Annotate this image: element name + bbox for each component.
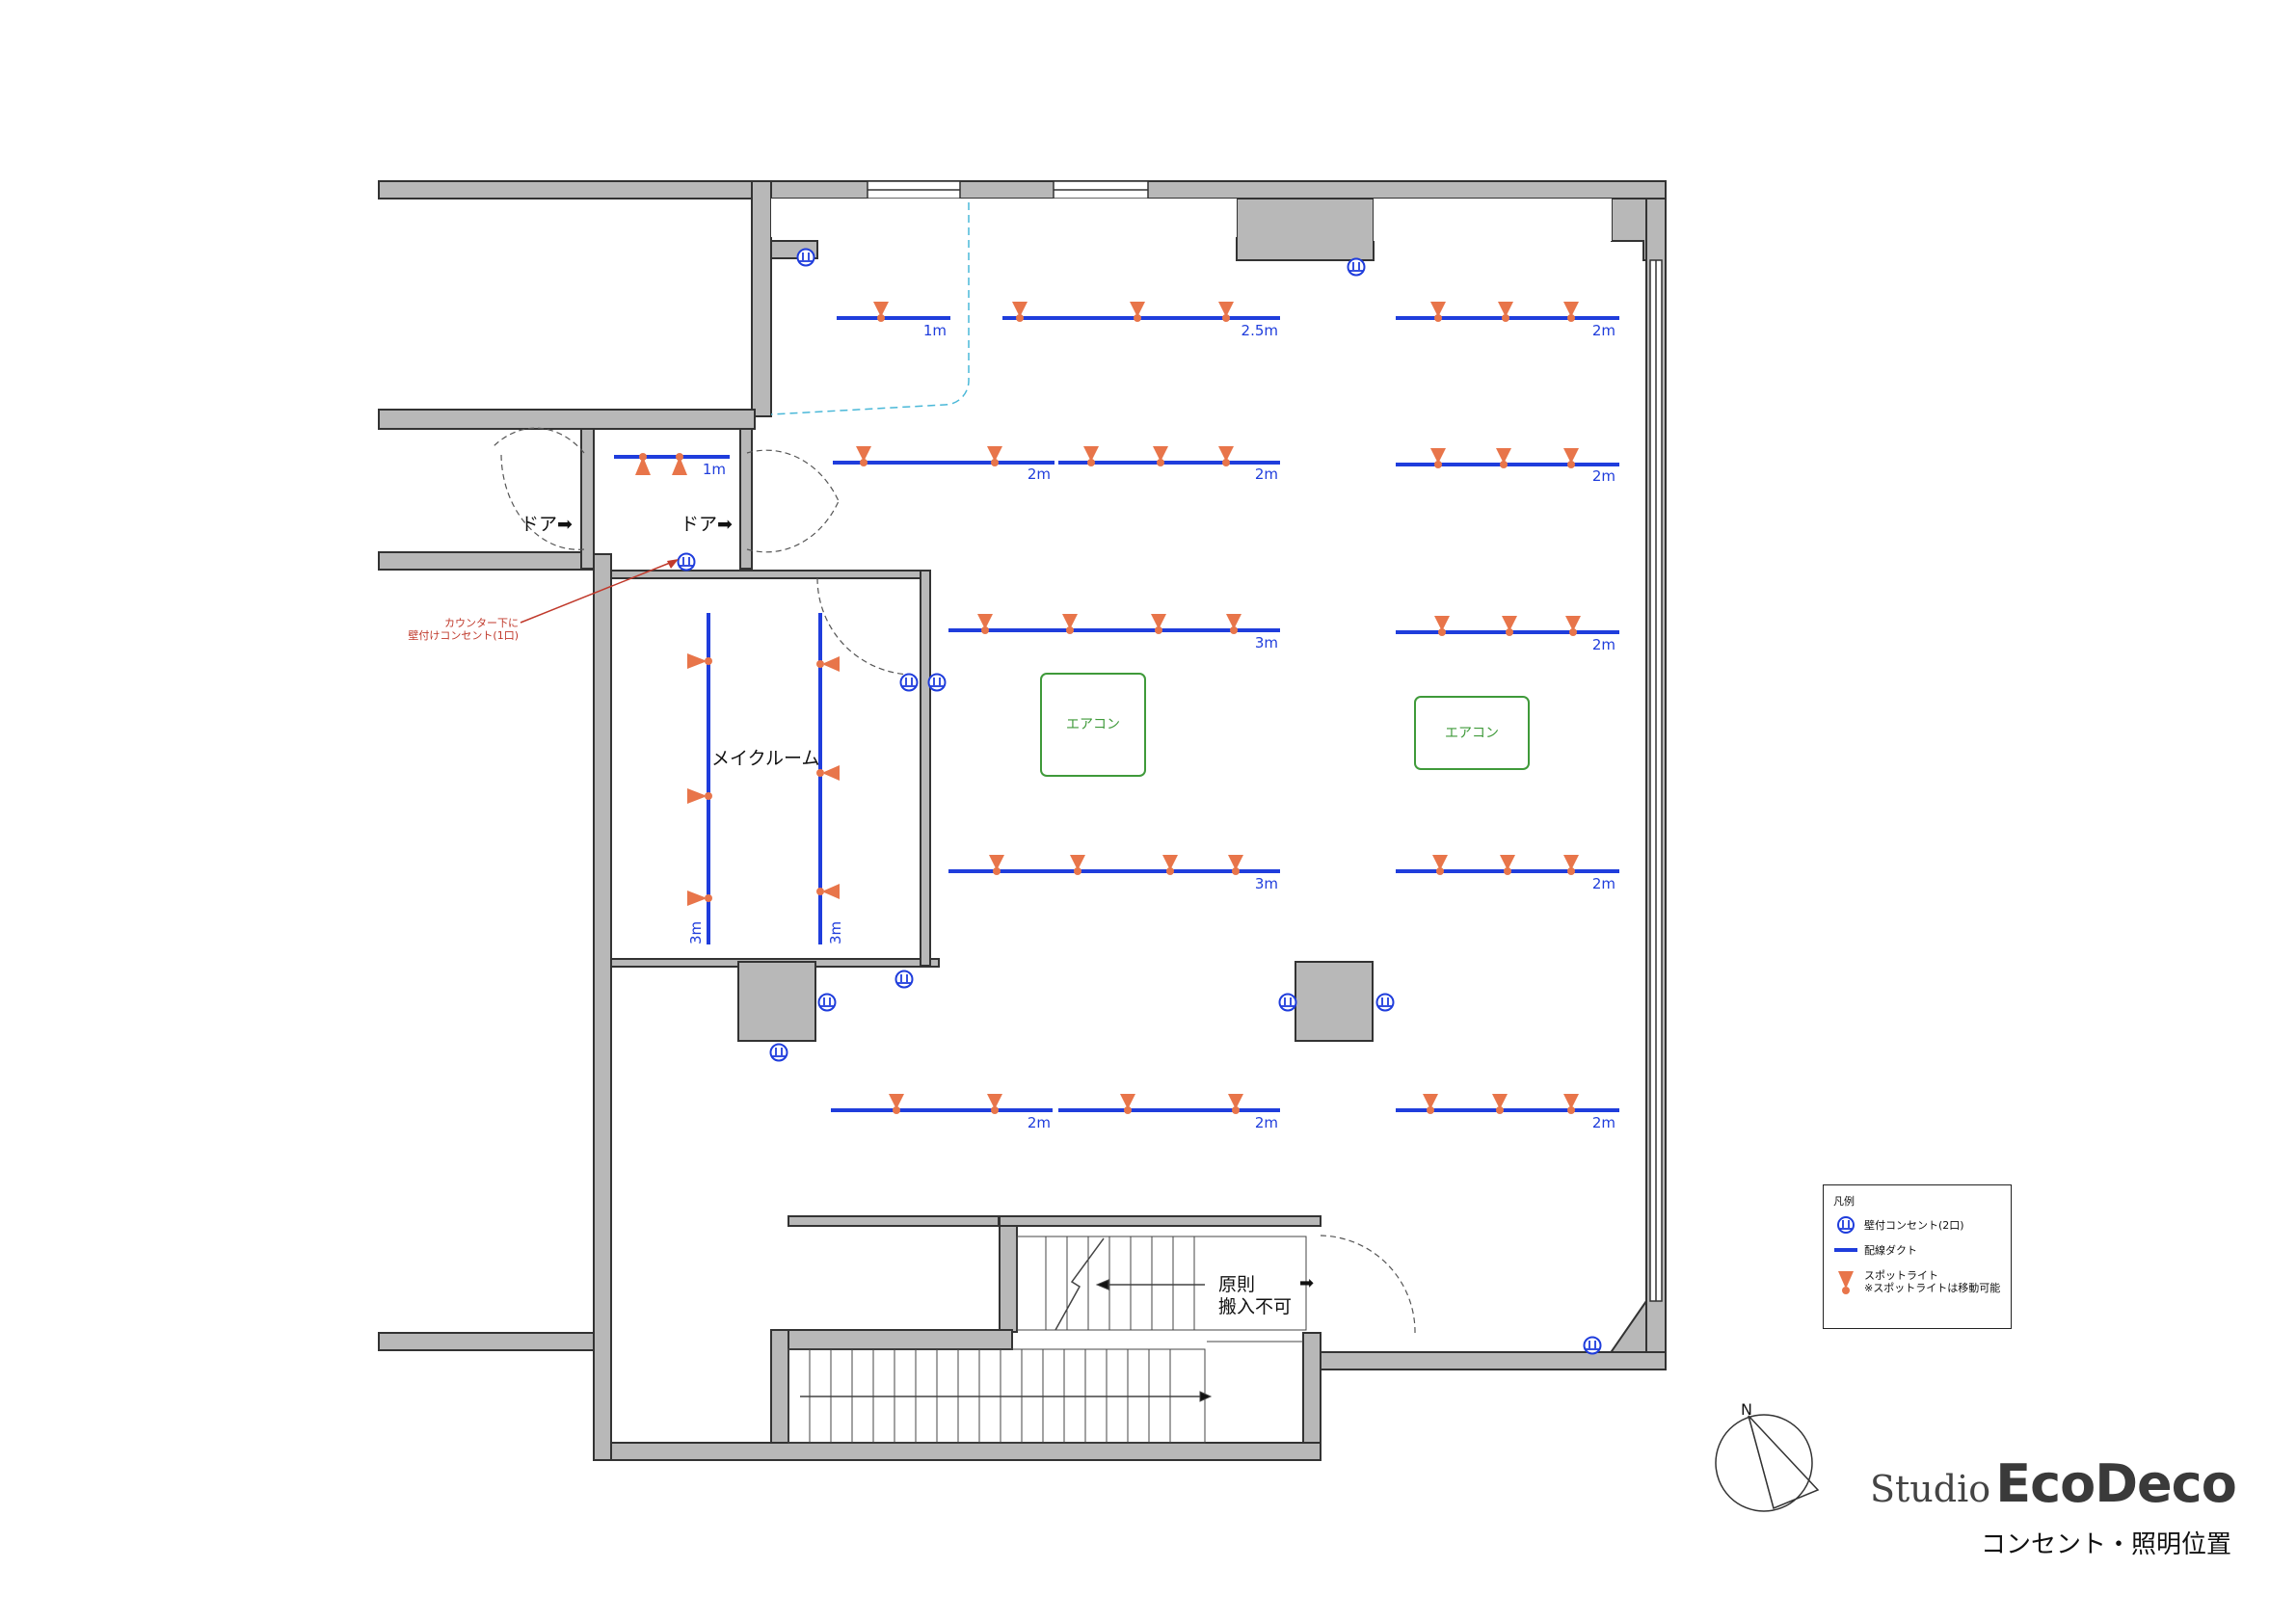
duct-label: 2m (1028, 1114, 1051, 1131)
legend-label: スポットライト (1864, 1269, 1938, 1282)
duct-label: 2m (1592, 636, 1615, 653)
duct-label: 2m (1028, 465, 1051, 483)
make-room-label: メイクルーム (711, 748, 819, 769)
duct-label: 3m (687, 921, 705, 944)
duct-label: 3m (827, 921, 844, 944)
no-entry-line1: 原則 (1218, 1274, 1255, 1295)
duct-label: 2m (1255, 465, 1278, 483)
duct-label: 3m (1255, 875, 1278, 892)
legend-note: ※スポットライトは移動可能 (1864, 1282, 2001, 1294)
walls (378, 180, 1667, 1461)
duct-label: 2m (1592, 1114, 1615, 1131)
annotation-arrow (520, 560, 676, 624)
duct-label: 2m (1592, 322, 1615, 339)
brand-name: EcoDeco (1995, 1453, 2237, 1514)
legend-item-spotlight: スポットライト ※スポットライトは移動可能 (1833, 1263, 2001, 1301)
legend-item-duct: 配線ダクト (1833, 1237, 2001, 1263)
legend-label: 配線ダクト (1864, 1243, 1917, 1257)
annotation-line1: カウンター下に (444, 617, 519, 629)
outlet-icon (1833, 1215, 1858, 1235)
duct-label: 2m (1255, 1114, 1278, 1131)
spotlights (635, 302, 1581, 1114)
annotation-line2: 壁付けコンセント(1口) (408, 628, 519, 642)
legend-label: 壁付コンセント(2口) (1864, 1218, 1964, 1232)
duct-label: 1m (703, 461, 726, 478)
duct-label: 3m (1255, 634, 1278, 651)
door-label-left: ドア➡ (521, 514, 573, 535)
door-label-right: ドア➡ (681, 514, 733, 535)
spotlight-icon (1833, 1269, 1858, 1294)
brand-logo: Studio EcoDeco (1870, 1453, 2256, 1514)
drawing-subtitle: コンセント・照明位置 (1981, 1530, 2232, 1559)
aircon-unit-2 (1414, 696, 1530, 770)
wall-outlets (677, 248, 1602, 1355)
stairs (788, 1236, 1307, 1444)
brand-prefix: Studio (1870, 1468, 1991, 1510)
duct-label: 2m (1592, 467, 1615, 485)
windows (867, 180, 1663, 1302)
legend: 凡例 壁付コンセント(2口) 配線ダクト スポットライト ※スポットライトは移動… (1823, 1184, 2012, 1329)
duct-label: 1m (923, 322, 947, 339)
no-entry-line2: 搬入不可 (1218, 1296, 1292, 1317)
duct-label: 2.5m (1241, 322, 1278, 339)
aircon-label-1: エアコン (1066, 717, 1120, 732)
compass-icon (1715, 1414, 1820, 1512)
duct-label: 2m (1592, 875, 1615, 892)
compass-north-label: N (1741, 1400, 1752, 1419)
aircon-label-2: エアコン (1445, 726, 1499, 741)
door-swings (491, 427, 1416, 1334)
legend-item-outlet: 壁付コンセント(2口) (1833, 1212, 2001, 1237)
aircon-unit-1 (1040, 673, 1146, 777)
legend-title: 凡例 (1833, 1195, 1855, 1208)
duct-line-icon (1833, 1247, 1858, 1253)
arrow-right-icon: ➡ (1299, 1273, 1314, 1293)
